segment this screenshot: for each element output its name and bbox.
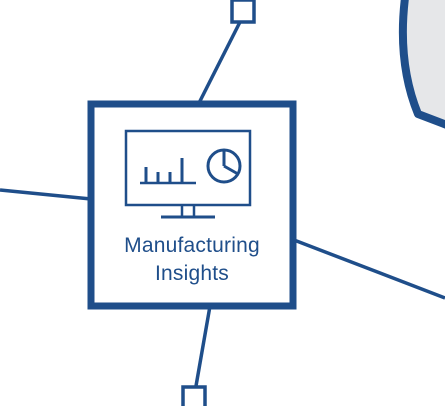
connector-left bbox=[0, 188, 92, 201]
connector-bottom bbox=[194, 305, 212, 387]
node-top-square bbox=[230, 0, 256, 24]
monitor-chart-icon bbox=[124, 129, 252, 219]
hub-label-line1: Manufacturing bbox=[124, 234, 260, 257]
connector-top bbox=[197, 21, 242, 104]
node-bottom-square bbox=[181, 385, 207, 406]
hub-label-line2: Insights bbox=[155, 262, 229, 285]
hub-label: Manufacturing Insights bbox=[94, 232, 290, 288]
callout-shape bbox=[398, 0, 445, 129]
connector-right bbox=[293, 238, 445, 300]
